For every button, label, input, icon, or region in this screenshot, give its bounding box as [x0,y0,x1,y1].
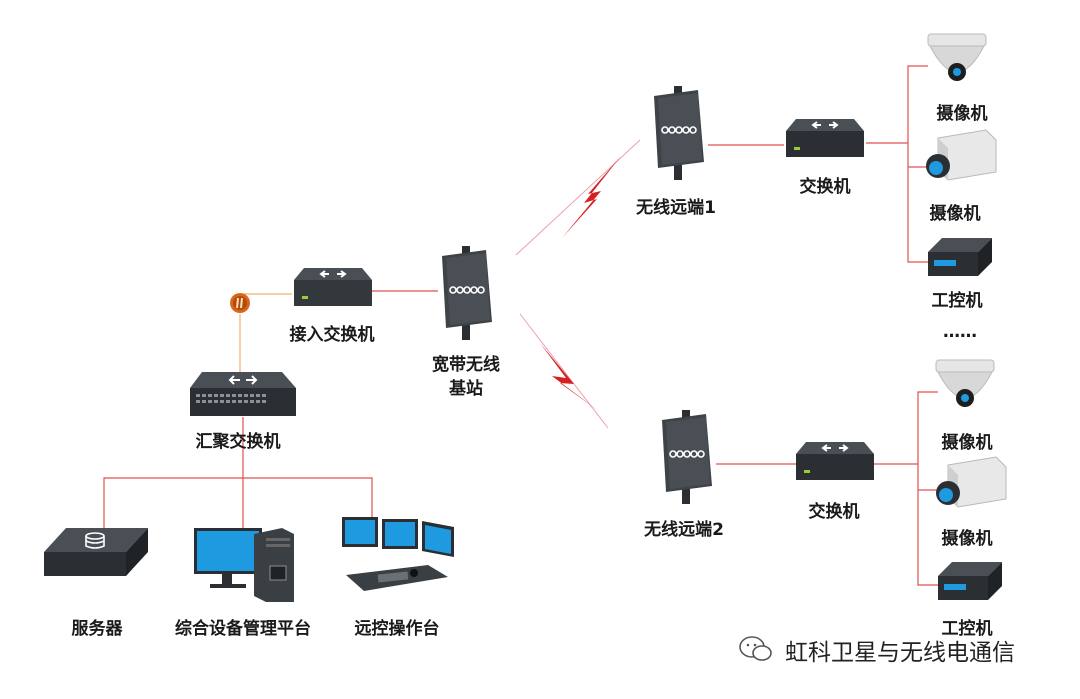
remote1-label: 无线远端1 [636,198,716,218]
base-station-label-line2: 基站 [449,379,483,399]
box-camera-2[interactable] [920,128,1000,192]
database-icon [85,532,105,549]
wireless-link-1 [515,139,641,256]
switch-1[interactable] [784,117,866,163]
management-platform-workstation[interactable] [190,524,298,604]
cam3-label: 摄像机 [941,433,993,453]
industrial-pc-1[interactable] [926,236,994,280]
camera-bus-2 [917,391,938,586]
bottom-bus-line [103,477,373,548]
cam4-label: 摄像机 [941,529,993,549]
switch1-label: 交换机 [799,177,851,197]
switch-arrows-icon [319,270,347,278]
base-station-label-line1: 宽带无线 [432,355,500,375]
remote2-label: 无线远端2 [644,520,724,540]
core-switch[interactable] [188,370,298,420]
watermark-text: 虹科卫星与无线电通信 [785,640,1015,666]
dome-camera-3[interactable] [930,356,1000,418]
switch-2[interactable] [794,440,876,486]
server-label: 服务器 [71,619,123,639]
server[interactable] [40,524,152,580]
switch2-label: 交换机 [808,502,860,522]
firewall-icon [230,293,250,313]
cam1-label: 摄像机 [936,104,988,124]
cam2-label: 摄像机 [929,204,981,224]
box-camera-4[interactable] [930,455,1010,519]
remote-console[interactable] [338,513,458,593]
base-station-antenna[interactable] [436,244,496,342]
wireless-link-2 [519,313,609,429]
wireless-remote-2[interactable] [656,408,716,506]
wireless-remote-1[interactable] [648,84,708,182]
wechat-icon [739,636,772,661]
access-switch[interactable] [292,266,374,312]
camera-bus-1 [907,65,928,263]
platform-label: 综合设备管理平台 [175,619,311,639]
access-switch-label: 接入交换机 [289,325,375,345]
core-switch-label: 汇聚交换机 [195,432,281,452]
industrial-pc-2[interactable] [936,560,1004,604]
ipc1-label: 工控机 [931,291,983,311]
ipc2-label: 工控机 [941,619,993,639]
ellipsis-more-devices: …… [943,322,977,342]
dome-camera-1[interactable] [922,30,992,92]
console-label: 远控操作台 [354,619,440,639]
